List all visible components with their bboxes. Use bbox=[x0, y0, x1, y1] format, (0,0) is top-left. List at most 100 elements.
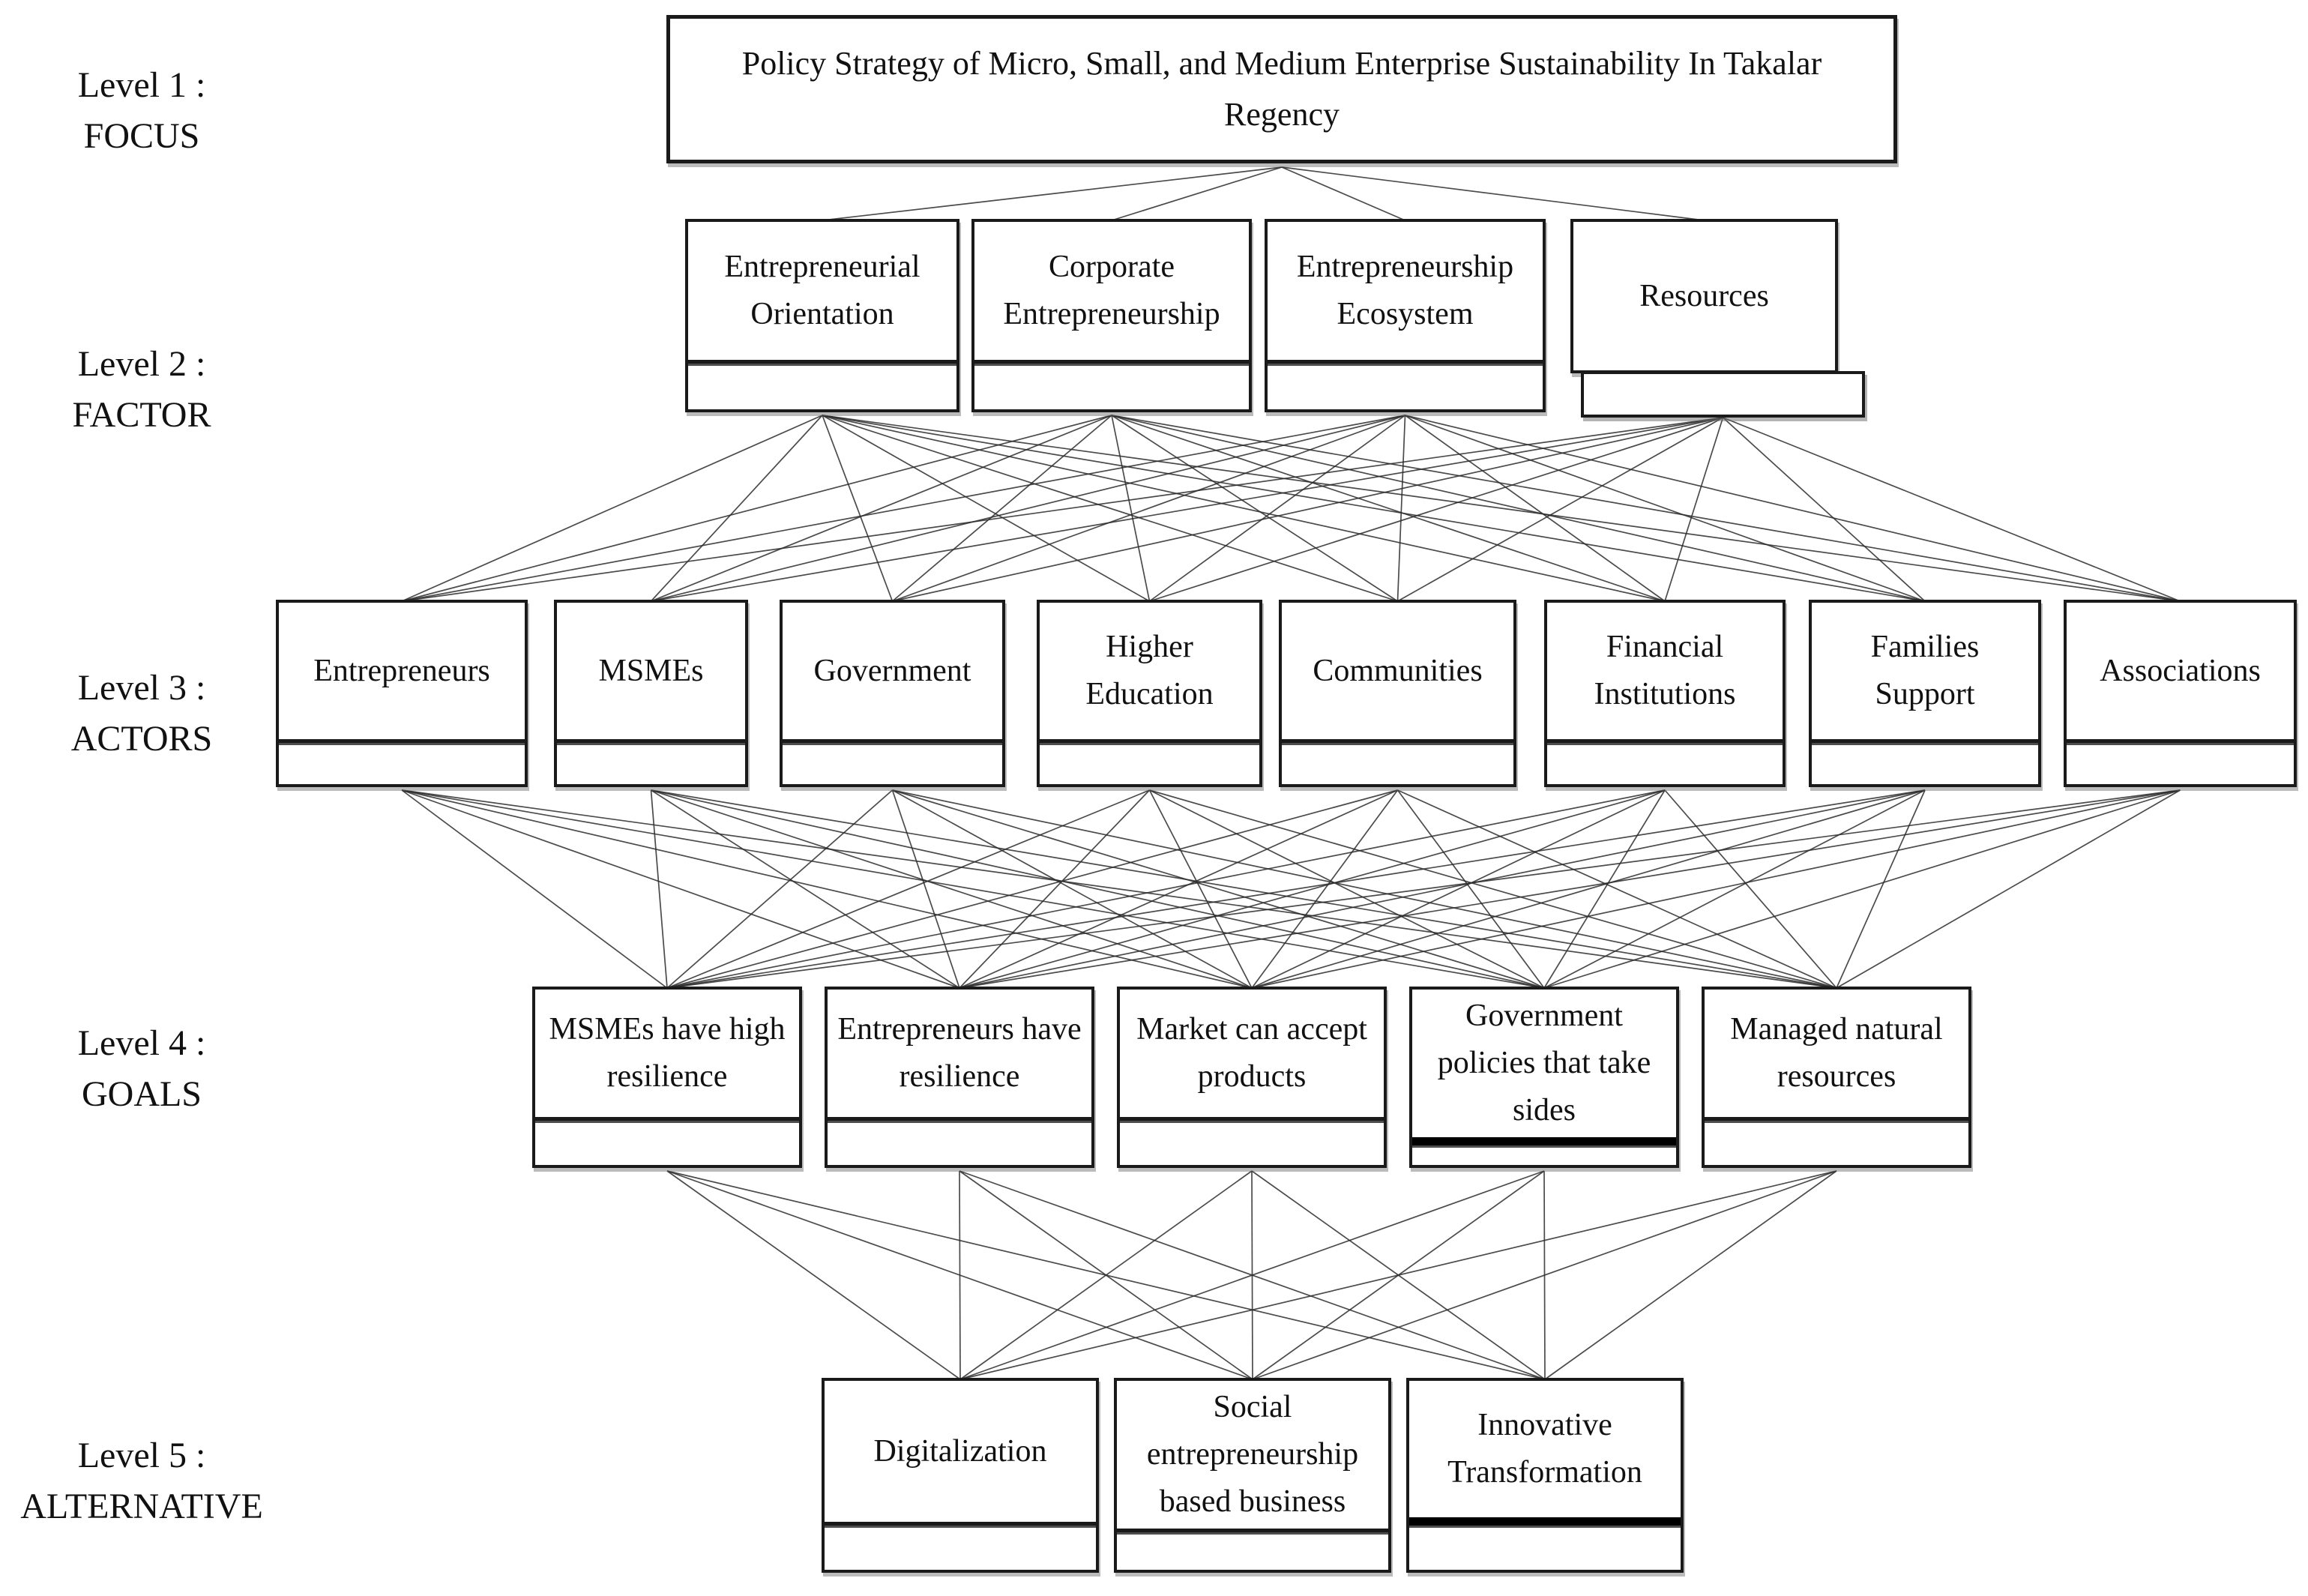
edge-line bbox=[891, 789, 960, 989]
edge-line bbox=[666, 789, 1150, 989]
node-label: Policy Strategy of Micro, Small, and Med… bbox=[741, 44, 1822, 133]
edge-line bbox=[959, 789, 1398, 989]
node-label: Communities bbox=[1313, 653, 1483, 688]
node-label: Innovative Transformation bbox=[1447, 1408, 1642, 1490]
level-2-node-entrepreneurship-ecosystem: Entrepreneurship Ecosystem bbox=[1265, 219, 1546, 412]
node-weight-subbox bbox=[557, 743, 745, 784]
edge-line bbox=[892, 789, 1837, 989]
side-label-line2: FACTOR bbox=[72, 395, 211, 436]
node-weight-subbox bbox=[1409, 1526, 1681, 1570]
node-weight-subbox bbox=[535, 1121, 799, 1165]
edge-line bbox=[1397, 417, 1723, 602]
edge-line bbox=[651, 415, 1112, 602]
edge-line bbox=[401, 789, 1253, 989]
edge-line bbox=[1836, 789, 1926, 989]
level-1-node-policy-strategy-of-micro-small-and-mediu: Policy Strategy of Micro, Small, and Med… bbox=[666, 15, 1897, 163]
node-weight-subbox bbox=[1581, 371, 1865, 418]
level-4-node-market-can-accept-products: Market can accept products bbox=[1117, 987, 1387, 1168]
edge-line bbox=[822, 415, 894, 602]
edge-line bbox=[822, 415, 2181, 602]
level-3-node-entrepreneurs: Entrepreneurs bbox=[276, 600, 528, 787]
edge-line bbox=[1252, 1170, 1545, 1380]
edge-line bbox=[959, 1170, 1545, 1380]
edge-line bbox=[401, 789, 1837, 989]
side-label-line2: ACTORS bbox=[70, 719, 213, 759]
edge-line bbox=[959, 789, 1151, 989]
edge-line bbox=[1543, 789, 2181, 989]
edge-line bbox=[650, 789, 668, 989]
edge-line bbox=[666, 789, 2181, 989]
level-3-node-financial-institutions: Financial Institutions bbox=[1544, 600, 1786, 787]
node-weight-subbox bbox=[974, 364, 1249, 409]
edge-line bbox=[666, 1170, 1253, 1380]
edge-line bbox=[1405, 415, 1666, 602]
edge-line bbox=[892, 789, 1253, 989]
level-5-node-social-entrepreneurship-based-business: Social entrepreneurship based business bbox=[1114, 1378, 1391, 1573]
edge-line bbox=[666, 1170, 1546, 1380]
edge-line bbox=[1544, 1170, 1837, 1380]
edge-line bbox=[401, 789, 1545, 989]
node-weight-subbox bbox=[1268, 364, 1543, 409]
level-3-side-label: Level 3 : ACTORS bbox=[10, 663, 273, 765]
node-label: Higher Education bbox=[1085, 630, 1214, 711]
node-weight-subbox bbox=[1812, 743, 2038, 784]
edge-line bbox=[1111, 415, 2181, 602]
node-label: Government bbox=[813, 653, 971, 688]
node-label: MSMEs bbox=[598, 653, 704, 688]
level-4-node-government-policies-that-take-sides: Government policies that take sides bbox=[1409, 987, 1679, 1168]
edge-line bbox=[822, 415, 1150, 602]
node-weight-subbox bbox=[828, 1121, 1091, 1165]
level-5-side-label: Level 5 :ALTERNATIVE bbox=[10, 1430, 273, 1532]
level-5-node-innovative-transformation: Innovative Transformation bbox=[1406, 1378, 1684, 1573]
edge-line bbox=[959, 789, 1926, 989]
edge-line bbox=[959, 1170, 1546, 1380]
node-label: Entrepreneurship Ecosystem bbox=[1296, 250, 1514, 331]
node-weight-subbox bbox=[688, 364, 956, 409]
node-weight-subbox bbox=[2067, 743, 2294, 784]
side-label-line1: Level 3 : bbox=[77, 668, 206, 708]
edge-line bbox=[1722, 417, 1926, 602]
edge-line bbox=[1111, 415, 1666, 602]
level-5-node-digitalization: Digitalization bbox=[822, 1378, 1099, 1573]
edge-line bbox=[891, 415, 1112, 602]
edge-line bbox=[1149, 417, 1723, 602]
edge-line bbox=[1252, 1170, 1837, 1380]
edge-line bbox=[959, 1170, 1837, 1380]
edge-line bbox=[1149, 415, 1405, 602]
edge-line bbox=[959, 1170, 1253, 1380]
edge-line bbox=[1251, 789, 1399, 989]
node-weight-subbox bbox=[1040, 743, 1259, 784]
edge-line bbox=[651, 789, 960, 989]
edge-line bbox=[1405, 415, 2181, 602]
edge-line bbox=[651, 789, 1837, 989]
edge-line bbox=[1251, 789, 1666, 989]
node-label: Corporate Entrepreneurship bbox=[1003, 250, 1220, 331]
node-weight-subbox bbox=[279, 743, 525, 784]
level-3-node-higher-education: Higher Education bbox=[1037, 600, 1262, 787]
edge-line bbox=[651, 789, 1545, 989]
side-label-line2: FOCUS bbox=[83, 116, 200, 157]
node-label: MSMEs have high resilience bbox=[549, 1012, 786, 1094]
edge-line bbox=[1111, 166, 1283, 221]
edge-line bbox=[892, 415, 1405, 602]
level-2-side-label: Level 2 :FACTOR bbox=[10, 339, 273, 441]
edge-line bbox=[651, 417, 1723, 602]
side-label-line1: Level 5 : bbox=[77, 1436, 206, 1475]
edge-line bbox=[1405, 415, 1926, 602]
node-weight-subbox bbox=[825, 1526, 1096, 1570]
side-label-line1: Level 4 : bbox=[77, 1023, 206, 1063]
edge-line bbox=[401, 415, 1405, 602]
edge-line bbox=[401, 789, 668, 989]
node-label: Entrepreneurial Orientation bbox=[724, 250, 921, 331]
node-weight-subbox bbox=[1117, 1532, 1388, 1570]
edge-line bbox=[1148, 789, 1253, 989]
level-3-node-families-support: Families Support bbox=[1809, 600, 2041, 787]
edge-line bbox=[1664, 417, 1724, 602]
node-label: Families Support bbox=[1870, 630, 1980, 711]
edge-line bbox=[666, 789, 894, 989]
edge-line bbox=[1111, 415, 1151, 602]
edge-line bbox=[651, 789, 1253, 989]
edge-line bbox=[822, 415, 1926, 602]
node-weight-subbox bbox=[1547, 743, 1783, 784]
edge-line bbox=[822, 415, 1398, 602]
